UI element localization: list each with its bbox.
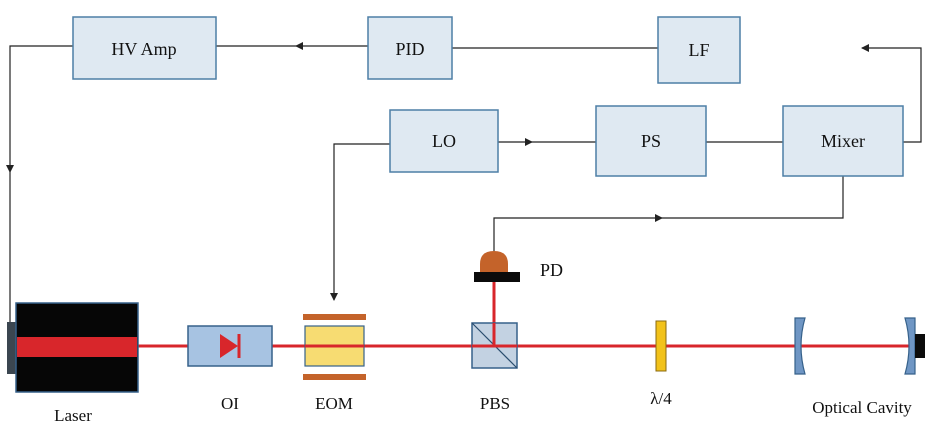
waveplate-label: λ/4 — [650, 389, 672, 408]
lo-label: LO — [432, 131, 456, 151]
optical-isolator — [187, 325, 273, 367]
laser-gain-medium — [17, 337, 137, 357]
mixer-label: Mixer — [821, 131, 865, 151]
optical-cavity — [794, 317, 925, 375]
eom-bottom-electrode — [303, 374, 366, 380]
cavity-label: Optical Cavity — [812, 398, 912, 417]
cavity-input-mirror — [794, 317, 806, 375]
ps-label: PS — [641, 131, 661, 151]
laser — [7, 302, 139, 393]
wire-lo-to-eom — [330, 143, 390, 301]
ps-block: PS — [595, 105, 707, 177]
wire-hvamp-to-laser — [6, 45, 73, 173]
quarter-wave-plate — [655, 320, 667, 372]
cavity-output-mirror — [904, 317, 916, 375]
photodetector — [474, 251, 520, 282]
hv-amp-label: HV Amp — [111, 39, 176, 59]
eom-label: EOM — [315, 394, 353, 413]
lf-label: LF — [688, 40, 709, 60]
lf-block: LF — [657, 16, 741, 84]
pd-label: PD — [540, 260, 563, 280]
lo-block: LO — [389, 109, 499, 173]
laser-mount — [7, 322, 17, 374]
pid-label: PID — [395, 39, 424, 59]
pd-dome — [480, 251, 508, 272]
diode-icon — [220, 334, 238, 358]
pbs-label: PBS — [480, 394, 510, 413]
wire-mixer-to-lf — [861, 44, 922, 143]
laser-label: Laser — [54, 406, 92, 425]
wire-pd-to-mixer — [493, 214, 663, 254]
pid-block: PID — [367, 16, 453, 80]
cavity-mirror-mount — [915, 334, 925, 358]
pd-base — [474, 272, 520, 282]
oi-label: OI — [221, 394, 239, 413]
mixer-block: Mixer — [782, 105, 904, 177]
eom-top-electrode — [303, 314, 366, 320]
signal-wires — [6, 42, 922, 322]
hv-amp-block: HV Amp — [72, 16, 217, 80]
